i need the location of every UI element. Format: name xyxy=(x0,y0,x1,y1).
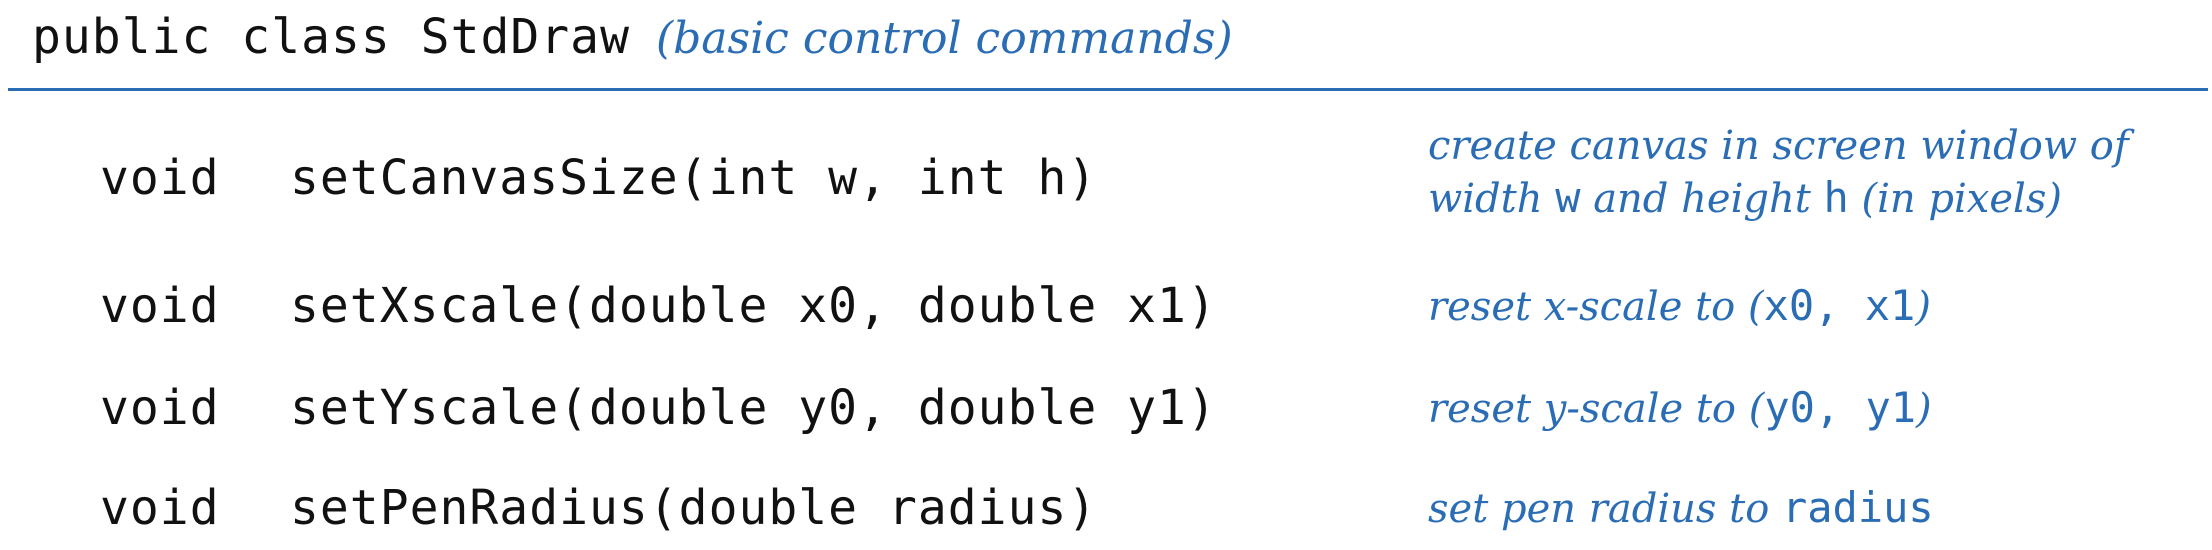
description-code: w xyxy=(1555,173,1581,222)
description-text: and height xyxy=(1580,176,1824,222)
header-description: (basic control commands) xyxy=(655,13,1233,64)
api-header: public class StdDraw (basic control comma… xyxy=(32,6,1233,80)
method-description: reset x-scale to (x0, x1) xyxy=(1428,280,2198,333)
description-text: ) xyxy=(1915,284,1931,330)
description-text: ) xyxy=(1916,386,1932,432)
return-type: void xyxy=(100,278,220,334)
method-signature: setPenRadius(double radius) xyxy=(290,480,1098,536)
method-signature: setCanvasSize(int w, int h) xyxy=(290,150,1098,206)
return-type: void xyxy=(100,380,220,436)
method-description: set pen radius to radius xyxy=(1428,482,2198,535)
class-declaration: public class StdDraw xyxy=(32,9,630,65)
description-line: create canvas in screen window of xyxy=(1428,123,2129,169)
method-signature: setYscale(double y0, double y1) xyxy=(290,380,1217,436)
return-type: void xyxy=(100,150,220,206)
description-code: radius xyxy=(1781,483,1934,532)
header-divider xyxy=(8,88,2208,91)
method-description: create canvas in screen window of width … xyxy=(1428,120,2198,225)
description-text: set pen radius to xyxy=(1428,486,1782,532)
description-line: width w and height h (in pixels) xyxy=(1428,172,2198,225)
description-text: width xyxy=(1428,176,1556,222)
description-code: x0, x1 xyxy=(1763,281,1916,330)
return-type: void xyxy=(100,480,220,536)
description-code: h xyxy=(1823,173,1849,222)
method-signature: setXscale(double x0, double x1) xyxy=(290,278,1217,334)
method-description: reset y-scale to (y0, y1) xyxy=(1428,382,2198,435)
description-text: reset y-scale to ( xyxy=(1428,386,1765,432)
description-text: reset x-scale to ( xyxy=(1428,284,1764,330)
description-code: y0, y1 xyxy=(1764,383,1917,432)
description-text: (in pixels) xyxy=(1848,176,2062,222)
